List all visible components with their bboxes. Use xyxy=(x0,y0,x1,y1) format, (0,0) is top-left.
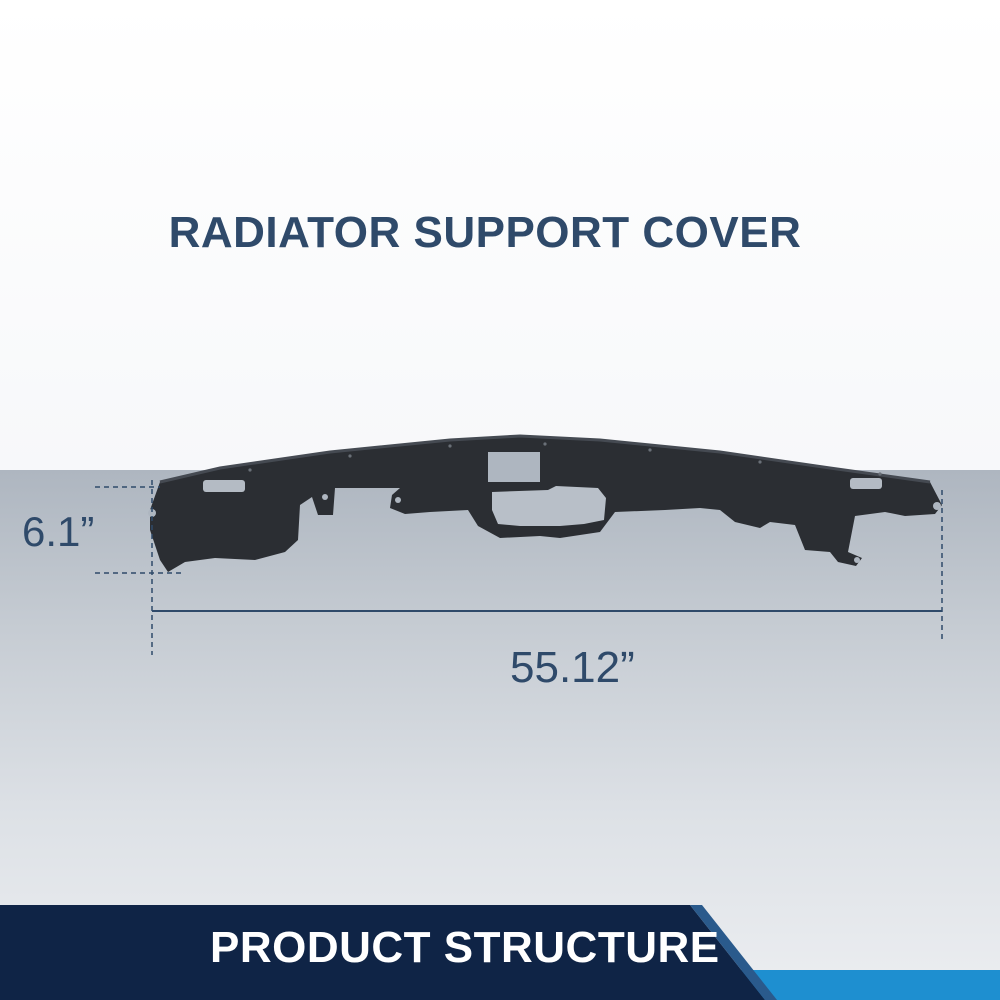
width-dimension-label: 55.12” xyxy=(510,643,635,692)
center-opening-lower xyxy=(492,486,606,526)
height-dimension-label: 6.1” xyxy=(22,508,95,555)
right-slot xyxy=(850,478,882,489)
radiator-support-cover-part xyxy=(148,434,942,572)
product-title: RADIATOR SUPPORT COVER xyxy=(168,208,802,257)
left-slot xyxy=(203,480,245,492)
footer-label: PRODUCT STRUCTURE xyxy=(210,923,720,972)
background-top xyxy=(0,0,1000,470)
footer-banner xyxy=(0,905,1000,1000)
dimension-lines xyxy=(95,480,943,655)
footer-edge-highlight xyxy=(690,905,777,1000)
center-opening-upper xyxy=(488,452,540,482)
footer-dark-panel xyxy=(0,905,765,1000)
